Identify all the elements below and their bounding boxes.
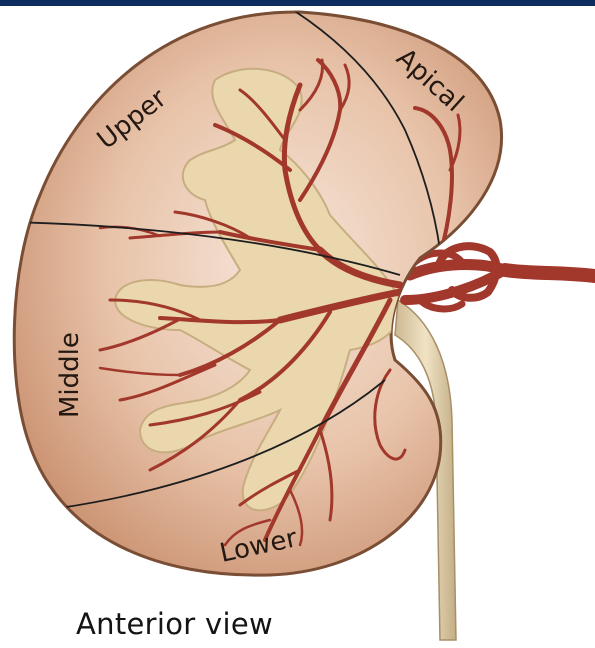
renal-artery (405, 246, 595, 309)
segment-label-middle: Middle (55, 332, 85, 418)
caption-view: Anterior view (76, 607, 273, 641)
